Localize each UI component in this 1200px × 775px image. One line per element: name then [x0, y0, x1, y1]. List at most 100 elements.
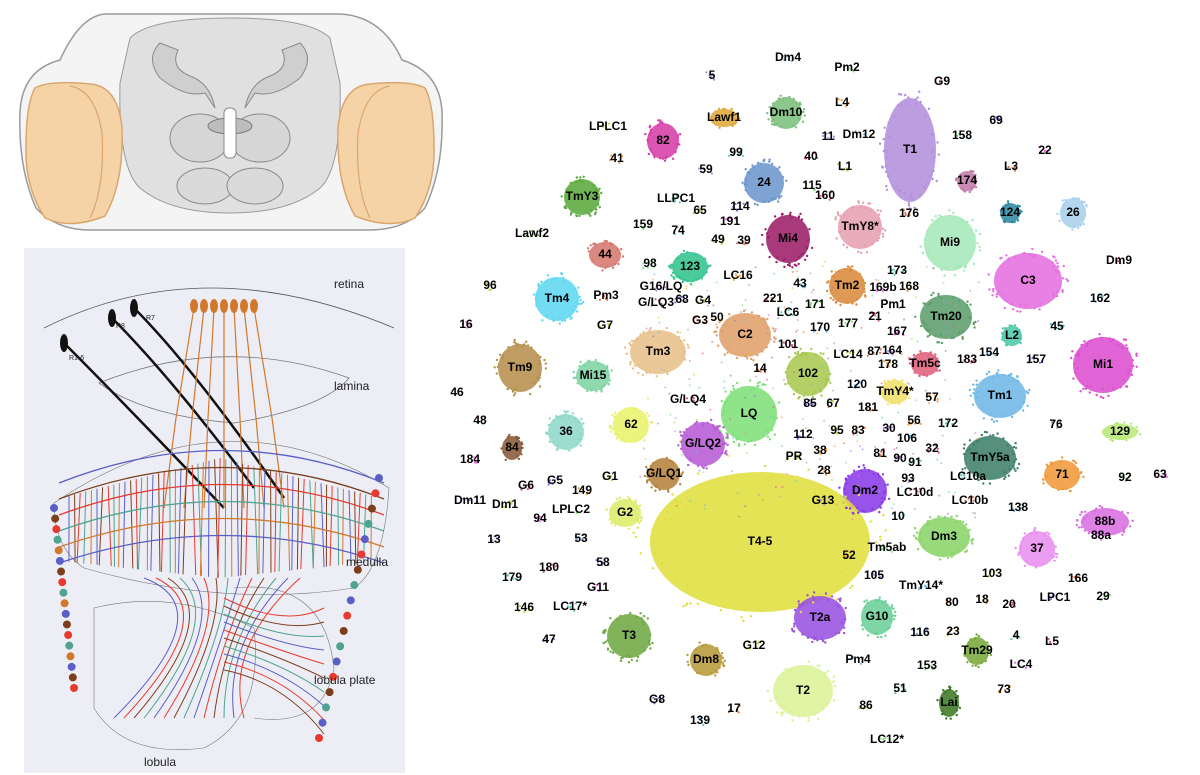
cluster-point	[650, 486, 653, 489]
cluster-point	[1018, 209, 1021, 212]
cluster-point	[787, 382, 790, 385]
cluster-point	[1060, 456, 1064, 459]
cluster-point	[581, 180, 584, 183]
cluster-point	[1013, 460, 1016, 464]
cluster-point	[863, 287, 866, 291]
cluster-label-g-lq1: G/LQ1	[646, 466, 682, 480]
cluster-point	[778, 195, 781, 198]
cluster-point	[742, 309, 746, 313]
cluster-point	[776, 256, 779, 259]
cluster-point	[772, 327, 775, 330]
cluster-point	[653, 156, 656, 159]
cluster-point	[542, 570, 545, 573]
cluster-point	[610, 479, 614, 482]
cluster-point	[695, 420, 698, 424]
cluster-point	[881, 386, 884, 389]
cluster-point	[954, 178, 958, 182]
cluster-point	[983, 430, 987, 434]
cluster-point	[956, 696, 959, 699]
cluster-point	[847, 101, 851, 104]
background-point	[711, 340, 714, 343]
cluster-label-dm3: Dm3	[931, 529, 957, 543]
cluster-point	[1018, 212, 1022, 215]
cluster-point	[608, 379, 611, 382]
background-point	[701, 352, 704, 355]
cluster-point	[589, 214, 592, 217]
cluster-label-14: 14	[753, 361, 767, 375]
cluster-point	[732, 205, 735, 208]
cluster-point	[702, 171, 705, 174]
cluster-point	[728, 313, 731, 316]
cluster-point	[1055, 555, 1058, 559]
cluster-point	[1055, 426, 1059, 429]
cluster-point	[834, 301, 838, 304]
cluster-point	[646, 468, 649, 471]
cluster-point	[1105, 435, 1109, 438]
cluster-point	[825, 377, 829, 381]
soma	[371, 489, 380, 498]
cluster-point	[569, 605, 572, 609]
cluster-point	[580, 417, 583, 421]
background-point	[707, 304, 709, 307]
cluster-point	[573, 288, 576, 291]
cluster-point	[987, 644, 990, 647]
cluster-point	[1013, 661, 1017, 664]
cluster-point	[760, 233, 764, 237]
background-point	[656, 472, 658, 475]
cluster-point	[930, 664, 933, 667]
cluster-tmy4-	[881, 380, 909, 404]
lobula-plate-neuron	[223, 669, 325, 735]
cluster-point	[920, 352, 923, 355]
cluster-point	[788, 213, 792, 216]
background-point	[729, 418, 732, 421]
cluster-point	[839, 303, 842, 307]
cluster-label-g10: G10	[866, 609, 889, 623]
cluster-t4-5	[650, 472, 870, 612]
cluster-point	[834, 218, 837, 221]
cluster-point	[819, 452, 822, 455]
cluster-point	[475, 461, 478, 464]
background-point	[740, 311, 742, 313]
cluster-point	[891, 513, 895, 516]
background-point	[736, 492, 739, 495]
cluster-point	[683, 358, 687, 361]
cluster-point	[846, 167, 849, 170]
cluster-point	[512, 394, 516, 397]
cluster-point	[647, 225, 651, 228]
cluster-point	[804, 181, 807, 184]
cluster-point	[807, 716, 810, 720]
cluster-point	[888, 380, 891, 384]
medulla-neuron	[329, 485, 333, 567]
cluster-point	[592, 587, 595, 590]
cluster-point	[724, 402, 727, 405]
cluster-point	[1019, 544, 1022, 548]
background-point	[814, 492, 817, 495]
cluster-point	[666, 373, 669, 376]
cluster-point	[833, 685, 836, 688]
soma	[68, 673, 77, 682]
cluster-point	[597, 203, 600, 206]
cluster-point	[602, 242, 605, 245]
cluster-point	[616, 618, 619, 621]
background-point	[846, 319, 849, 322]
cluster-point	[1010, 220, 1013, 223]
cluster-point	[1051, 265, 1055, 268]
cluster-point	[937, 294, 940, 298]
cluster-point	[906, 289, 909, 293]
cluster-label-g11: G11	[587, 580, 609, 594]
cluster-point	[828, 198, 831, 201]
cluster-point	[574, 492, 578, 495]
cluster-point	[522, 484, 525, 487]
cluster-point	[601, 269, 604, 272]
background-point	[700, 296, 703, 299]
background-point	[893, 448, 896, 451]
cluster-point	[856, 485, 859, 488]
cluster-point	[770, 297, 773, 300]
background-point	[791, 287, 794, 290]
cluster-point	[526, 344, 530, 347]
cluster-point	[824, 592, 828, 595]
cluster-point	[602, 641, 605, 645]
cluster-point	[934, 334, 937, 337]
cluster-point	[942, 689, 945, 692]
cluster-point	[1083, 518, 1087, 521]
